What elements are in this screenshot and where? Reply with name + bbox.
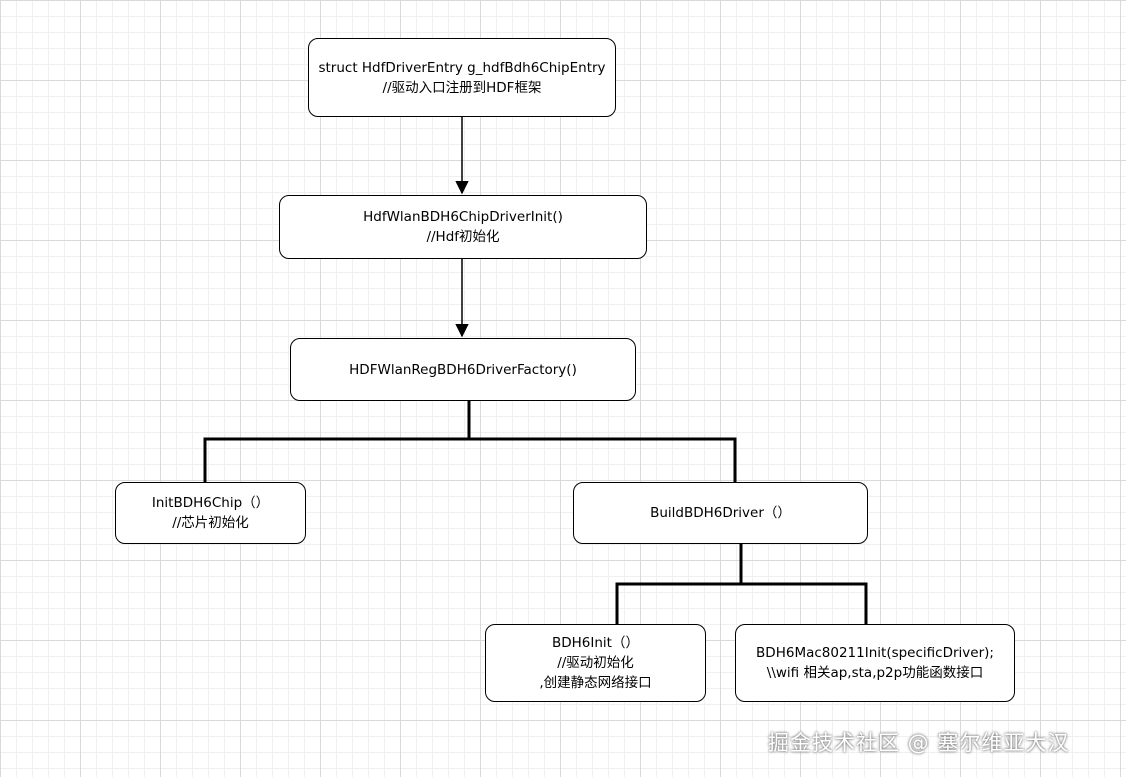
node-init-chip: InitBDH6Chip（） //芯片初始化 [115, 482, 306, 544]
node-build-driver-title: BuildBDH6Driver（） [650, 505, 791, 521]
connector-factory-to-children [203, 437, 737, 484]
node-driver-factory-title: HDFWlanRegBDH6DriverFactory() [349, 361, 577, 378]
node-mac80211-init: BDH6Mac80211Init(specificDriver); \\wifi… [735, 624, 1015, 702]
node-bdh6-init: BDH6Init（） //驱动初始化 ,创建静态网络接口 [485, 624, 706, 702]
node-init-chip-title: InitBDH6Chip（） [151, 495, 270, 511]
node-bdh6-init-comment: //驱动初始化 [557, 655, 634, 671]
node-mac80211-init-comment: \\wifi 相关ap,sta,p2p功能函数接口 [766, 665, 984, 681]
node-driver-factory: HDFWlanRegBDH6DriverFactory() [290, 338, 636, 401]
node-chip-driver-init: HdfWlanBDH6ChipDriverInit() //Hdf初始化 [279, 195, 647, 259]
node-chip-driver-init-title: HdfWlanBDH6ChipDriverInit() [363, 209, 563, 225]
node-init-chip-comment: //芯片初始化 [172, 515, 249, 531]
node-bdh6-init-comment-2: ,创建静态网络接口 [539, 675, 652, 691]
node-chip-driver-init-comment: //Hdf初始化 [426, 229, 500, 245]
node-driver-entry-comment: //驱动入口注册到HDF框架 [382, 79, 542, 96]
node-driver-entry: struct HdfDriverEntry g_hdfBdh6ChipEntry… [308, 38, 616, 117]
watermark: 掘金技术社区 @ 塞尔维亚大汉 [768, 731, 1070, 755]
node-bdh6-init-title: BDH6Init（） [552, 635, 639, 651]
node-driver-entry-title: struct HdfDriverEntry g_hdfBdh6ChipEntry [318, 59, 606, 76]
connector-build-to-children [615, 582, 868, 626]
node-build-driver: BuildBDH6Driver（） [573, 482, 868, 544]
node-mac80211-init-title: BDH6Mac80211Init(specificDriver); [756, 645, 994, 661]
